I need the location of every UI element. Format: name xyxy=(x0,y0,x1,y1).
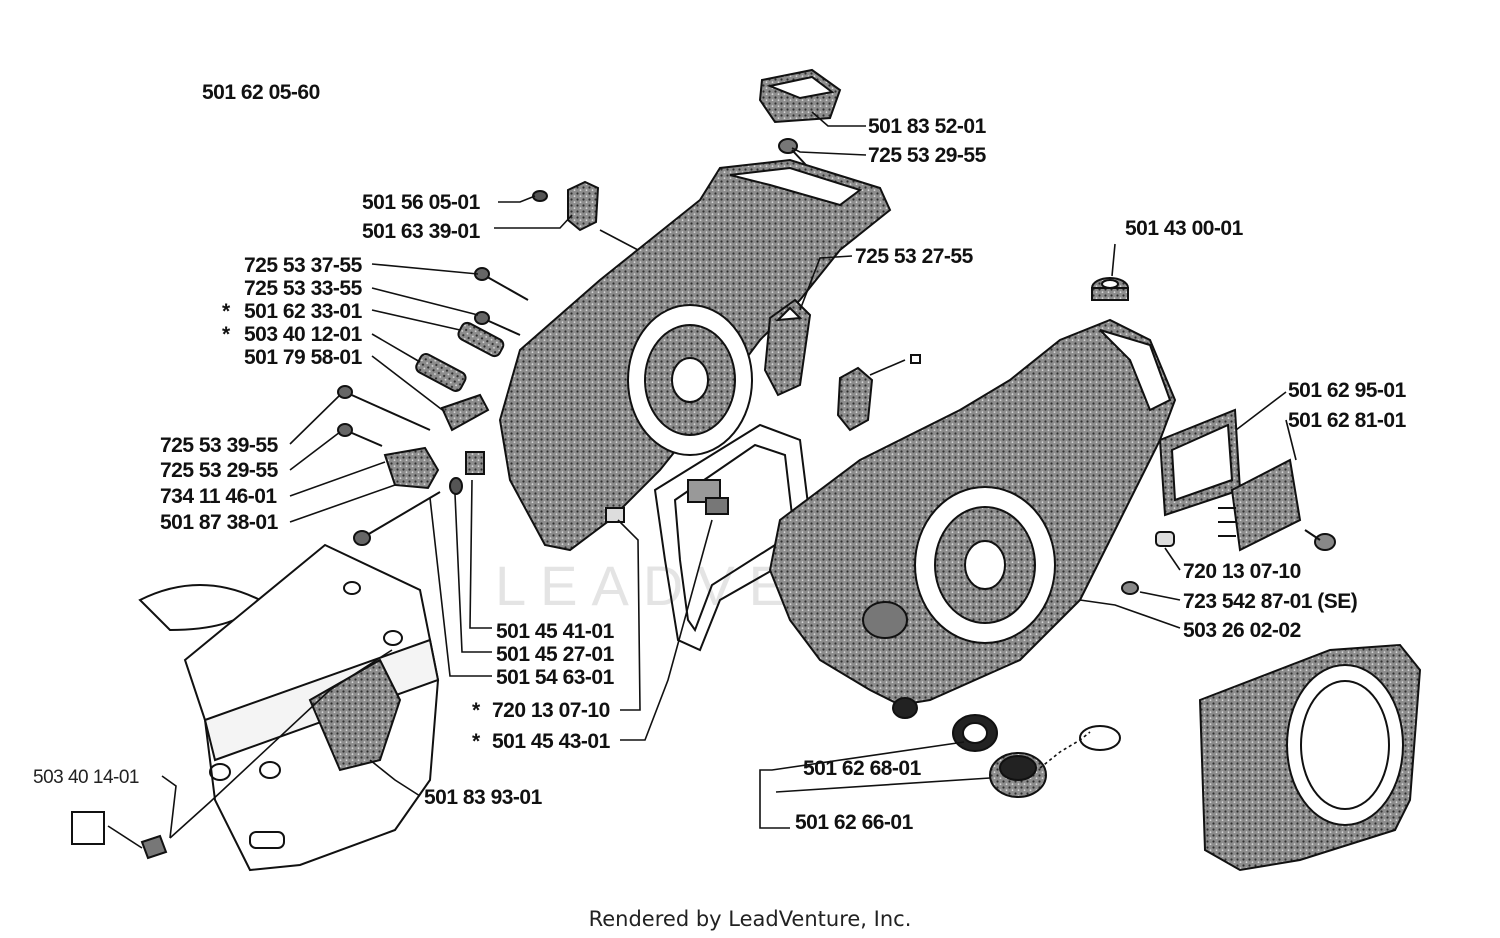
part-label: 501 45 41-01 xyxy=(496,620,615,643)
note-box xyxy=(910,354,921,364)
oil-cap-part xyxy=(952,714,1121,798)
part-label: 725 53 27-55 xyxy=(855,245,974,268)
assembly-number: 501 62 05-60 xyxy=(202,81,320,104)
footer-credit: Rendered by LeadVenture, Inc. xyxy=(589,907,912,931)
gasket-part xyxy=(605,423,812,652)
part-label: 503 40 14-01 xyxy=(33,767,139,788)
part-label: 725 53 29-55 xyxy=(868,144,987,167)
part-label: 501 62 68-01 xyxy=(803,757,922,780)
part-label: 501 87 38-01 xyxy=(160,511,279,534)
crankcase-left-half xyxy=(498,158,892,552)
part-label: 501 62 95-01 xyxy=(1288,379,1407,402)
clip-part xyxy=(763,298,874,432)
part-label: 503 26 02-02 xyxy=(1183,619,1301,642)
screw-part-top xyxy=(778,138,807,166)
part-label: 501 83 52-01 xyxy=(868,115,987,138)
asterisk-mark: * xyxy=(222,323,231,346)
part-label: 501 62 33-01 xyxy=(244,300,363,323)
part-label: 501 56 05-01 xyxy=(362,191,481,214)
part-label: 503 40 12-01 xyxy=(244,323,363,346)
small-block-part xyxy=(71,811,168,860)
chain-brake-cover xyxy=(138,543,440,872)
part-label: 725 53 33-55 xyxy=(244,277,363,300)
part-label: 501 54 63-01 xyxy=(496,666,615,689)
asterisk-mark: * xyxy=(222,300,231,323)
part-label: 725 53 29-55 xyxy=(160,459,279,482)
bolts-lower-left xyxy=(337,385,485,546)
part-label: 725 53 37-55 xyxy=(244,254,363,277)
cap-part xyxy=(758,68,842,124)
part-label: 734 11 46-01 xyxy=(160,485,277,508)
part-label: 501 63 39-01 xyxy=(362,220,481,243)
crankcase-right-half xyxy=(768,318,1177,719)
part-label: 501 62 66-01 xyxy=(795,811,914,834)
part-label: 723 542 87-01 (SE) xyxy=(1183,590,1357,613)
part-label: 725 53 39-55 xyxy=(160,434,279,457)
plug-part xyxy=(1091,277,1129,301)
part-label: 720 13 07-10 xyxy=(1183,560,1301,583)
part-label: 501 62 81-01 xyxy=(1288,409,1407,432)
part-label: 501 79 58-01 xyxy=(244,346,363,369)
starter-cover xyxy=(1198,643,1422,872)
leader-lines xyxy=(107,111,1297,849)
asterisk-mark: * xyxy=(472,730,481,753)
part-label: 720 13 07-10 xyxy=(492,699,610,722)
part-label: 501 45 43-01 xyxy=(492,730,611,753)
part-label: 501 43 00-01 xyxy=(1125,217,1244,240)
part-label: 501 45 27-01 xyxy=(496,643,615,666)
part-label: 501 83 93-01 xyxy=(424,786,543,809)
bolts-upper-left xyxy=(415,267,529,432)
asterisk-mark: * xyxy=(472,699,481,722)
valve-plates xyxy=(1121,408,1336,595)
